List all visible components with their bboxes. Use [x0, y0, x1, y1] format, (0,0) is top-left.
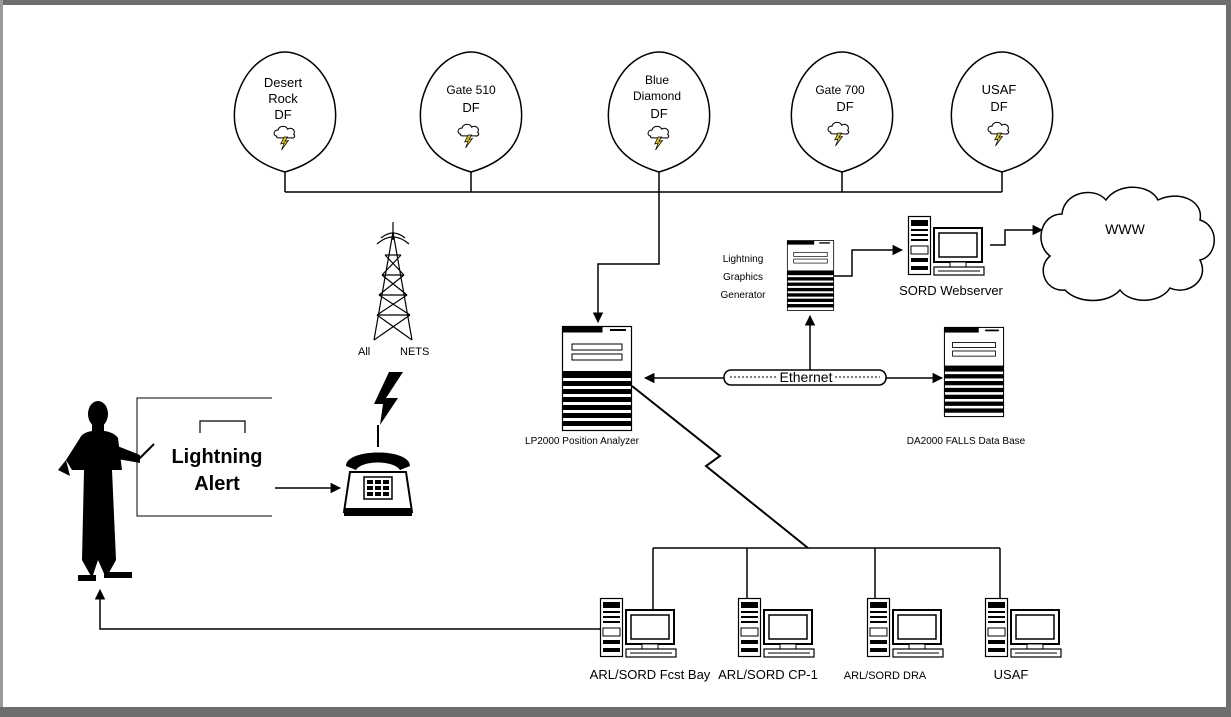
workstation-icon [984, 597, 1062, 658]
df-station-desert-rock: Desert Rock DF [233, 51, 337, 173]
df-bus-connector [284, 172, 1003, 324]
svg-text:DF: DF [274, 107, 291, 122]
df-station-usaf: USAF DF [950, 51, 1054, 173]
tower-label-right: NETS [400, 346, 429, 358]
svg-text:DF: DF [650, 106, 667, 121]
ethernet-cable: Ethernet [723, 369, 887, 386]
workstation-label: USAF [994, 667, 1029, 682]
frame-top-border [0, 0, 1231, 5]
svg-text:Desert: Desert [264, 75, 303, 90]
workstation-label: ARL/SORD CP-1 [718, 667, 818, 682]
svg-text:Diamond: Diamond [633, 89, 681, 103]
graphics-generator-label: Generator [720, 290, 766, 301]
svg-text:Lightning: Lightning [171, 446, 262, 468]
cloud-icon [1040, 186, 1215, 302]
antenna-tower-icon [373, 222, 413, 341]
graphics-to-webserver-arrow [834, 244, 904, 277]
webserver-label: SORD Webserver [899, 283, 1003, 298]
workstation-icon [866, 597, 944, 658]
analyzer-to-workstations-link [631, 385, 809, 549]
df-station-blue-diamond: Blue Diamond DF [607, 51, 711, 173]
workstation-label: ARL/SORD Fcst Bay [590, 667, 711, 682]
svg-text:Gate 700: Gate 700 [815, 83, 865, 97]
cloud-label: WWW [1105, 221, 1145, 237]
server-icon [943, 326, 1005, 418]
workstation-icon [599, 597, 677, 658]
webserver-to-www-arrow [990, 224, 1044, 246]
database-label: DA2000 FALLS Data Base [907, 436, 1026, 447]
svg-text:DF: DF [462, 100, 479, 115]
return-arrow-to-person [94, 588, 612, 630]
svg-text:DF: DF [990, 99, 1007, 114]
server-icon [561, 325, 633, 432]
server-icon [786, 240, 835, 311]
svg-text:Blue: Blue [645, 73, 669, 87]
graphics-generator-label: Graphics [723, 272, 763, 283]
frame-bottom-border [0, 707, 1231, 717]
analyzer-label: LP2000 Position Analyzer [525, 436, 640, 447]
workstation-label: ARL/SORD DRA [844, 670, 927, 682]
graphics-generator-label: Lightning [723, 254, 764, 265]
tower-label-left: All [358, 346, 370, 358]
lightning-alert-sign: Lightning Alert [136, 397, 272, 517]
svg-text:USAF: USAF [982, 82, 1017, 97]
svg-text:DF: DF [836, 99, 853, 114]
person-silhouette-icon [58, 401, 155, 581]
ethernet-label: Ethernet [780, 369, 833, 385]
svg-text:Gate 510: Gate 510 [446, 83, 496, 97]
workstation-icon [737, 597, 815, 658]
workstation-icon [907, 215, 985, 276]
svg-text:Alert: Alert [194, 473, 240, 495]
frame-right-border [1226, 0, 1231, 717]
svg-text:Rock: Rock [268, 91, 298, 106]
df-station-gate-510: Gate 510 DF [419, 51, 523, 173]
telephone-icon [342, 452, 414, 516]
df-station-gate-700: Gate 700 DF [790, 51, 894, 173]
lightning-bolt-icon [374, 372, 403, 425]
frame-left-border [0, 0, 3, 717]
workstation-bus [652, 547, 1001, 612]
